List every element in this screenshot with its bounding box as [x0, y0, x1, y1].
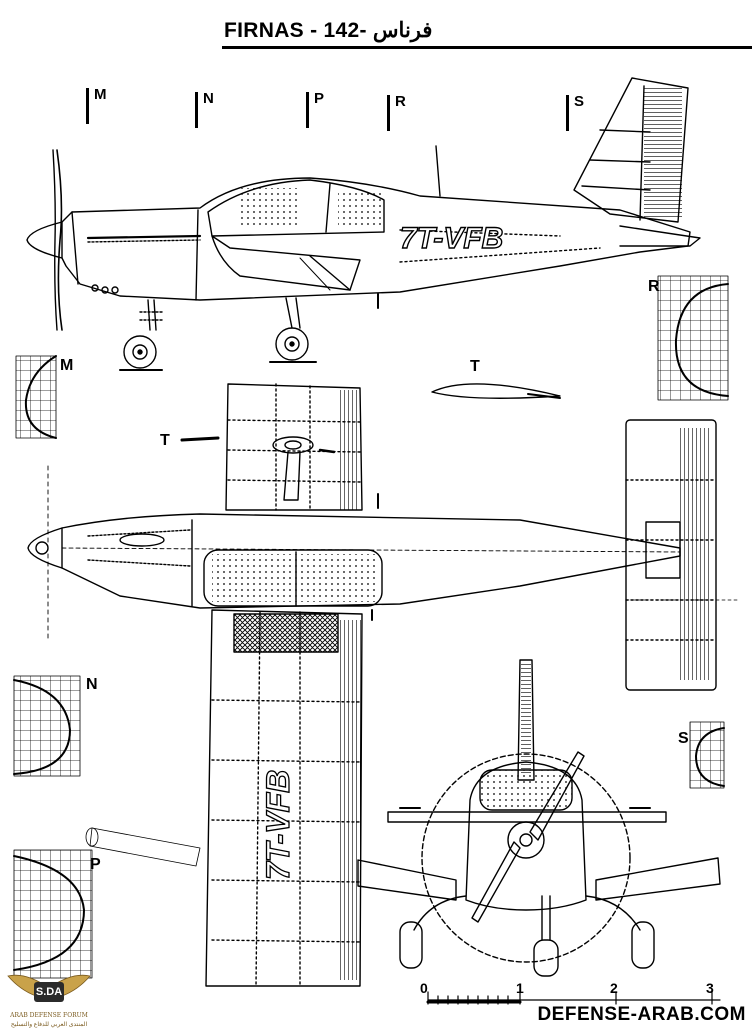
scale-two: 2	[610, 980, 618, 996]
logo-badge: S.DA	[34, 982, 64, 1002]
section-grids	[13, 275, 729, 979]
section-label-m: M	[60, 357, 74, 374]
section-label-t-plan: T	[160, 432, 170, 449]
registration-side: 7T-VFB	[399, 221, 504, 255]
logo-text-en: ARAB DEFENSE FORUM	[10, 1012, 88, 1019]
logo-text-ar: المنتدى العربي للدفاع والتسليح	[10, 1022, 88, 1028]
title-rule	[222, 46, 752, 49]
drawing-title: FIRNAS - 142- فرناس	[224, 19, 433, 42]
section-label-r: R	[648, 278, 660, 295]
front-view	[357, 659, 721, 977]
airfoil-section	[431, 383, 561, 399]
scale-one: 1	[516, 980, 524, 996]
top-view	[27, 383, 717, 987]
forum-logo: S.DA ARAB DEFENSE FORUM المنتدى العربي ل…	[6, 968, 92, 1030]
side-view	[26, 77, 701, 371]
scale-zero: 0	[420, 980, 428, 996]
scale-three: 3	[706, 980, 714, 996]
section-label-n: N	[86, 676, 98, 693]
footer-site: DEFENSE-ARAB.COM	[537, 1004, 746, 1025]
section-label-p: P	[90, 856, 101, 873]
scale-bar	[426, 991, 721, 1005]
section-label-t: T	[470, 358, 480, 375]
section-label-s: S	[678, 730, 689, 747]
registration-wing: 7T-VFB	[259, 769, 296, 881]
